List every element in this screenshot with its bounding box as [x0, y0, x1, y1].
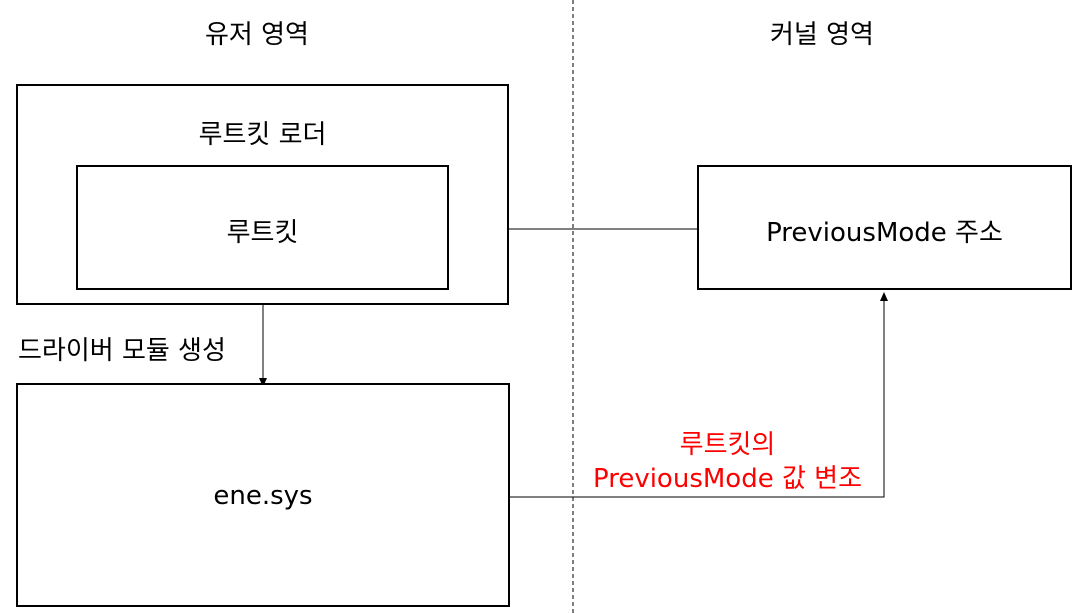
- user-region-title: 유저 영역: [205, 20, 309, 50]
- previous-mode-address-label: PreviousMode 주소: [766, 218, 1003, 248]
- create-driver-module-label: 드라이버 모듈 생성: [18, 336, 226, 366]
- ene-to-address-arrow: [510, 292, 888, 498]
- kernel-region-title: 커널 영역: [770, 20, 874, 50]
- rootkit-label: 루트킷: [226, 218, 299, 248]
- ene-sys-label: ene.sys: [213, 481, 313, 511]
- rootkit-box: 루트킷: [76, 165, 449, 290]
- rootkit-loader-label: 루트킷 로더: [198, 120, 327, 150]
- tamper-label-line2: PreviousMode 값 변조: [592, 464, 862, 494]
- tamper-label-line1: 루트킷의: [679, 430, 776, 460]
- ene-sys-box: ene.sys: [16, 383, 510, 607]
- previous-mode-address-box: PreviousMode 주소: [697, 165, 1072, 290]
